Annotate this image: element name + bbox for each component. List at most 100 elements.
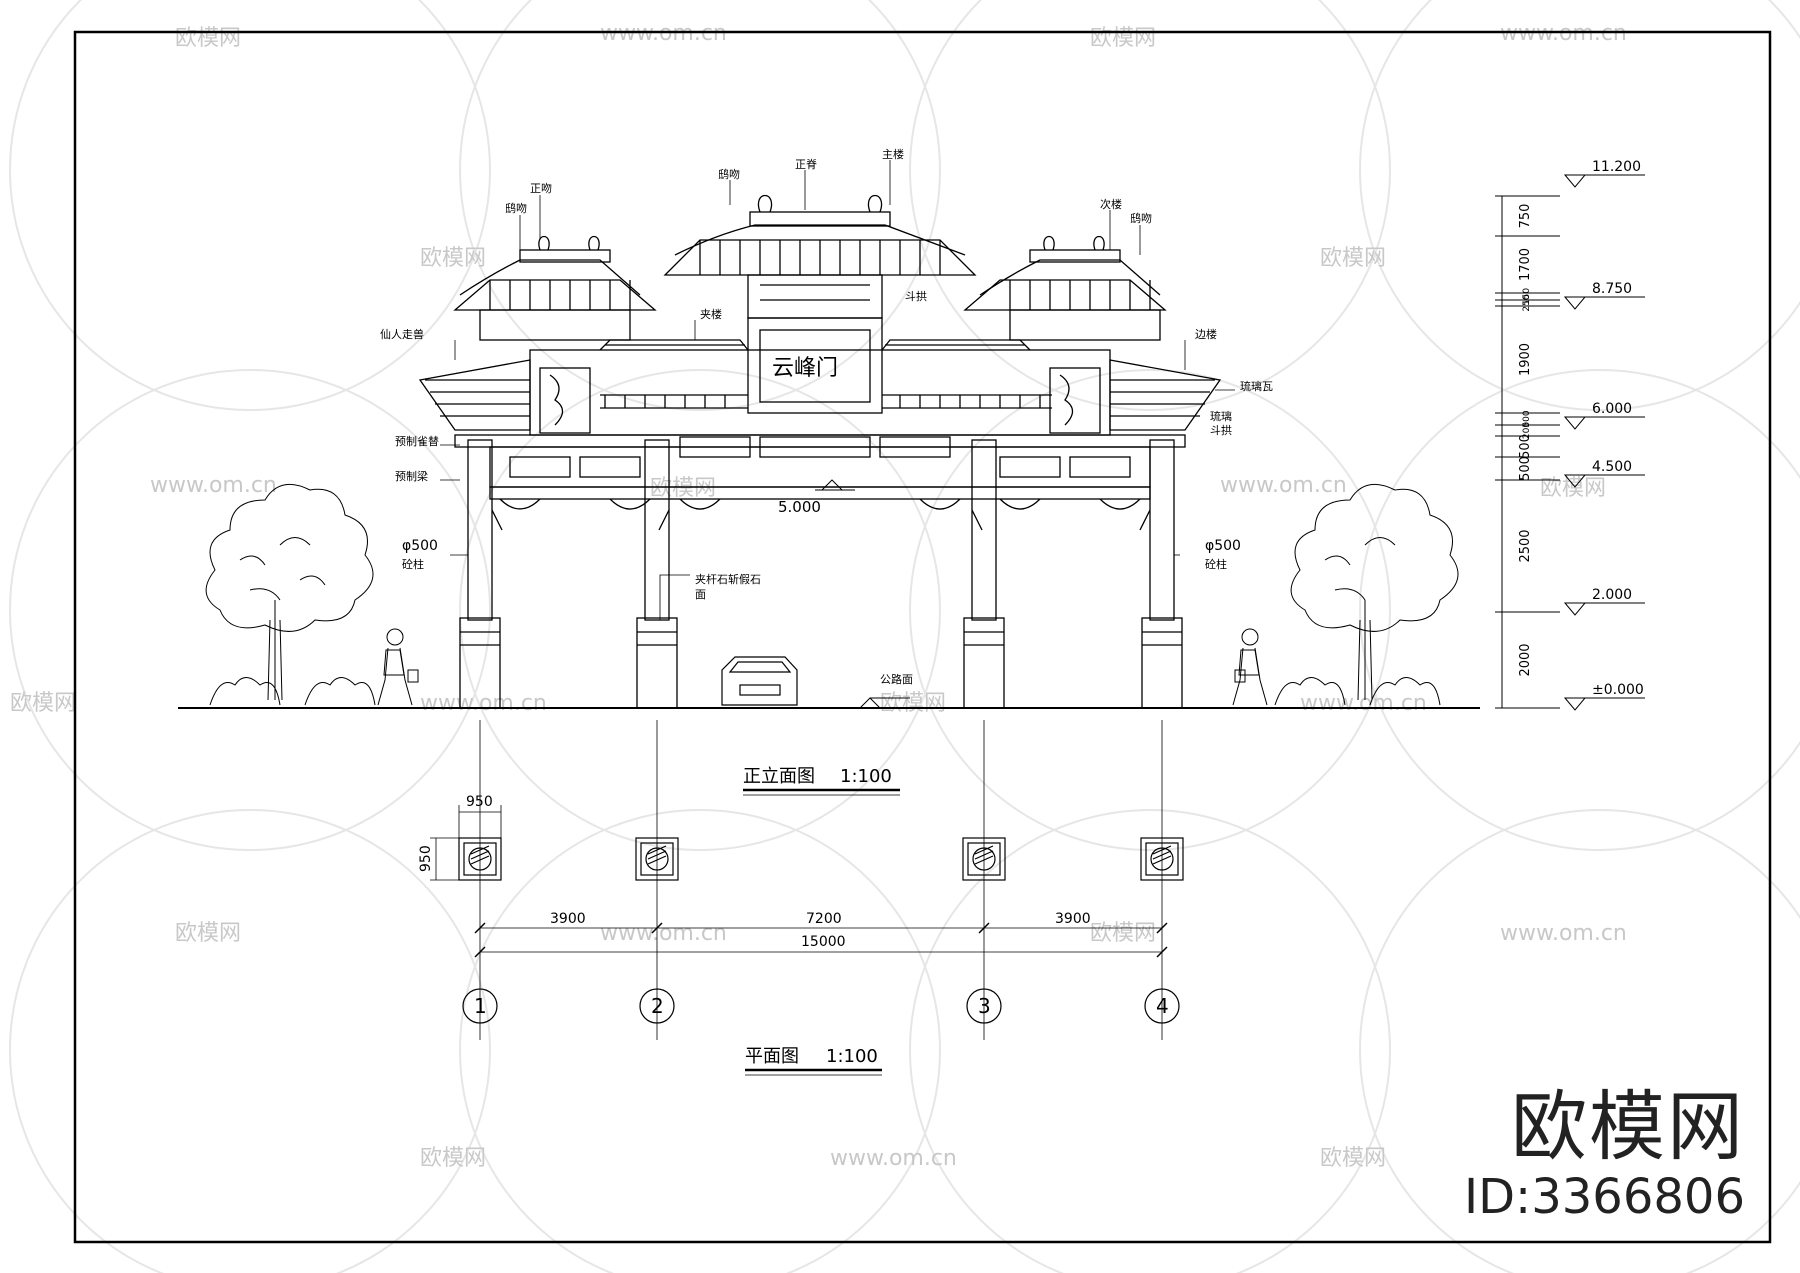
wm-brand-9: 欧模网 [175,921,241,946]
annotation-leaders [440,160,1235,620]
shrub-right [1274,677,1441,706]
elevation-view: 云峰门 [178,160,1480,709]
label-road-surface: 公路面 [880,673,913,686]
label-left-ridge: 正吻 [530,182,552,195]
plan-span-3: 3900 [1055,911,1091,927]
level-marker: 8.750 [1563,281,1645,310]
wm-url-6: www.om.cn [1300,691,1427,716]
middle-roofs [599,339,1031,351]
wm-brand-5: 欧模网 [650,476,716,501]
plan-axis-2: 2 [651,994,664,1018]
plan-span-2: 7200 [806,911,842,927]
side-roofs [418,359,1222,431]
plan-axis-1: 1 [474,994,487,1018]
wm-url-5: www.om.cn [420,691,547,716]
elevation-title: 正立面图 [743,766,815,787]
level-chain [1495,195,1560,709]
watermark-block: 欧模网 ID:3366806 [1463,1082,1745,1226]
wm-url-4: www.om.cn [1220,473,1347,498]
label-column-right: φ500 [1205,538,1241,554]
label-bianlou: 边楼 [1195,327,1217,341]
tree-right [1290,483,1459,701]
plan-col-height: 950 [418,845,434,872]
wm-brand-7: 欧模网 [10,691,76,716]
wm-brand-11: 欧模网 [420,1146,486,1171]
wm-url-8: www.om.cn [1500,921,1627,946]
main-roof [663,195,977,319]
wm-brand-1: 欧模网 [175,26,241,51]
wm-brand-4: 欧模网 [1320,246,1386,271]
label-ridge-beast: 鸱吻 [718,167,740,181]
tree-left [205,483,374,701]
label-glazed-tile: 琉璃瓦 [1240,379,1273,393]
level-label: ±0.000 [1592,682,1644,698]
column-1 [459,439,501,709]
plan-span-1: 3900 [550,911,586,927]
label-main-ridge: 正脊 [795,157,817,171]
level-label: 2.000 [1592,587,1632,603]
label-left-note-1: 预制雀替 [395,434,439,448]
plan-col-width: 950 [466,794,493,810]
label-secondary-roof: 次楼 [1100,197,1122,211]
road-level-marker [859,697,881,709]
label-right-note-1: 琉璃 [1210,409,1232,423]
label-xianren: 仙人走兽 [380,327,424,341]
plan-column-2 [635,837,679,881]
plan-view [430,720,1184,1040]
vertical-dim-label: 2000 [1518,643,1533,676]
label-right-note-2: 斗拱 [1210,423,1232,437]
elevation-scale: 1:100 [840,766,892,787]
level-label: 11.200 [1592,159,1641,175]
label-beam-level: 5.000 [778,498,821,516]
label-left-beast: 鸱吻 [505,201,527,215]
vertical-dim-label: 500 [1518,456,1533,481]
wm-url-3: www.om.cn [150,473,277,498]
elevation-title-block: 正立面图 1:100 [743,766,900,796]
vertical-dim-label: 2500 [1518,529,1533,562]
watermark-brand: 欧模网 [1511,1082,1745,1171]
vertical-dim-label: 500 [1522,410,1532,427]
columns [459,439,1183,709]
label-base-note-1: 夹杆石斩假石 [695,572,761,586]
wm-url-2: www.om.cn [1500,21,1627,46]
wm-url-7: www.om.cn [600,921,727,946]
car [721,656,798,706]
plan-axis-3: 3 [978,994,991,1018]
label-main-roof: 主楼 [882,147,904,161]
beams [454,434,1186,531]
column-3 [963,439,1005,709]
secondary-roof-left [453,235,657,341]
label-left-note-2: 预制梁 [395,469,428,483]
plan-column-4 [1140,837,1184,881]
drawing-frame [73,30,1772,1244]
level-label: 4.500 [1592,459,1632,475]
watermark-id: ID:3366806 [1463,1169,1745,1225]
gate-plaque-text: 云峰门 [772,356,838,381]
label-dougong: 斗拱 [905,289,927,303]
shrub-left [209,677,376,706]
plan-title: 平面图 [745,1046,799,1067]
plan-dim-text: 950 950 3900 7200 3900 15000 1 2 3 4 [418,794,1169,1018]
level-marker: 4.500 [1563,459,1645,488]
label-column-left: φ500 [402,538,438,554]
plan-axis-4: 4 [1156,994,1169,1018]
level-marker: 11.200 [1563,159,1645,188]
wm-url-9: www.om.cn [830,1146,957,1171]
wm-brand-2: 欧模网 [1090,26,1156,51]
plan-column-3 [962,837,1006,881]
label-secondary-beast: 鸱吻 [1130,211,1152,225]
level-marker: ±0.000 [1563,682,1645,711]
elevation-annotations: 正吻 鸱吻 鸱吻 正脊 主楼 次楼 鸱吻 斗拱 夹楼 边楼 仙人走兽 琉璃瓦 琉… [380,147,1273,686]
vertical-dim-label: 200 [1522,422,1532,439]
vertical-dim-label: 750 [1518,204,1533,229]
plan-scale: 1:100 [826,1046,878,1067]
vertical-dim-label: 1900 [1518,343,1533,376]
level-label: 8.750 [1592,281,1632,297]
person-right [1232,628,1268,706]
person-left [377,628,419,706]
wm-brand-10: 欧模网 [1090,921,1156,946]
beam-level-marker [815,479,855,491]
label-base-note-2: 面 [695,588,706,601]
plan-title-block: 平面图 1:100 [745,1046,882,1076]
